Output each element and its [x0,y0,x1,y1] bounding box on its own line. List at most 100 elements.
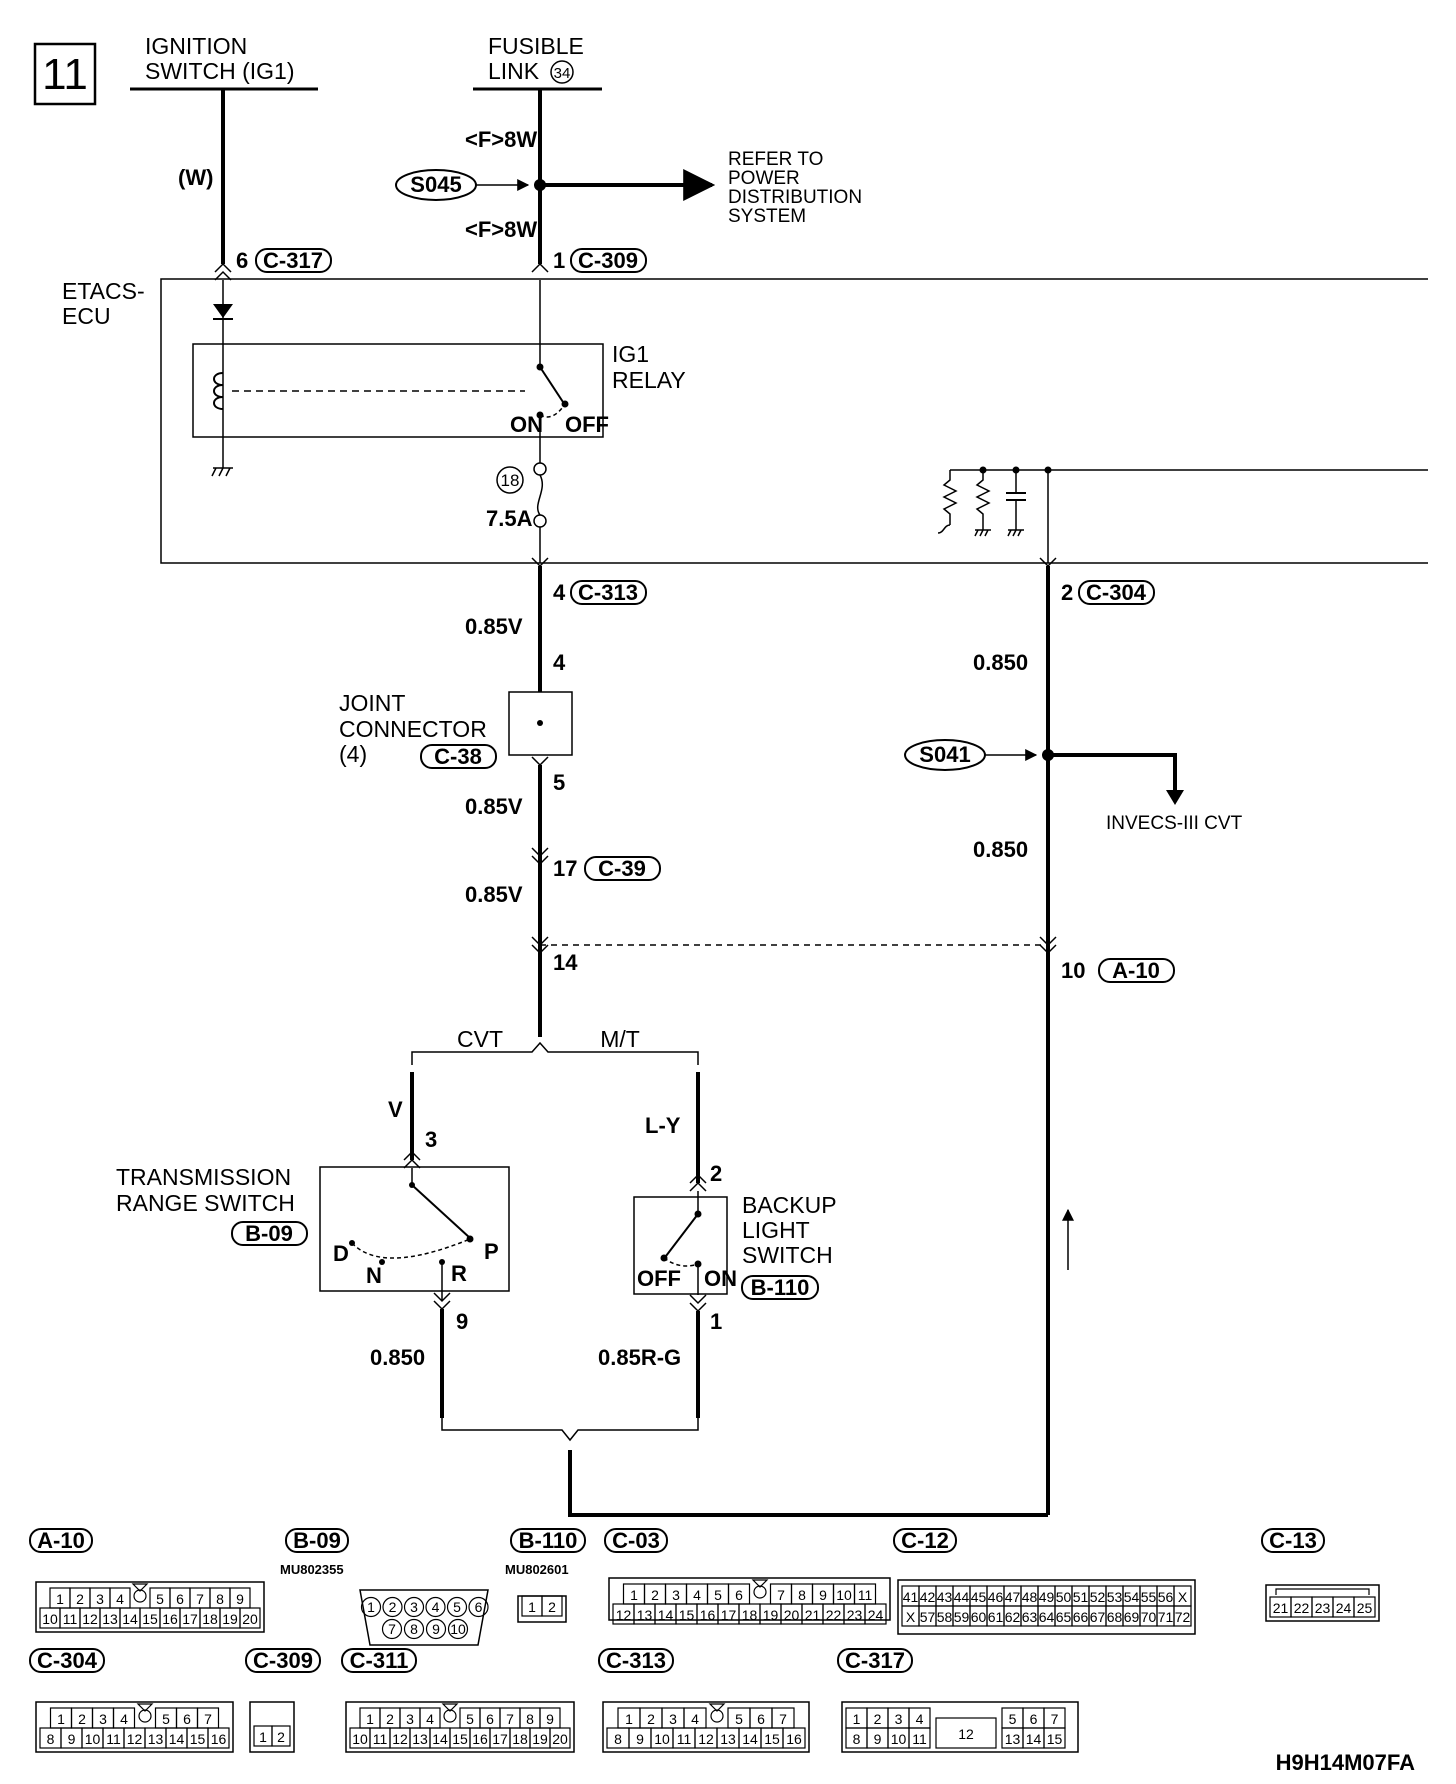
pin: 12 [82,1611,98,1627]
pin: 20 [552,1731,568,1747]
pin: 5 [466,1711,474,1727]
pin: 13 [720,1731,736,1747]
bls-label-3: SWITCH [742,1242,833,1268]
pin: 3 [410,1599,418,1615]
pin: 14 [169,1731,185,1747]
pin: 11 [677,1731,692,1747]
pin: 64 [1039,1609,1055,1625]
pin: 9 [874,1731,882,1747]
diode-icon [213,304,233,318]
relay-off: OFF [565,412,609,437]
cvt-mt-brace: CVT M/T [411,1026,699,1065]
relay-on: ON [510,412,543,437]
pin: 3 [669,1711,677,1727]
pin: 53 [1107,1589,1123,1605]
pin: 6 [757,1711,765,1727]
pin: 16 [162,1611,178,1627]
pin: 20 [242,1611,258,1627]
wire-color-v: V [388,1097,403,1122]
pin: 3 [672,1587,680,1603]
pos-r: R [451,1261,467,1286]
pin: 10 [891,1731,907,1747]
pin: 10 [352,1731,368,1747]
pin: 2 [647,1711,655,1727]
bls-pin-2: 2 [710,1161,722,1186]
connector-part-number: MU802601 [505,1562,569,1577]
pin: 43 [937,1589,953,1605]
connector-name: A-10 [37,1528,85,1553]
fuse-amperage: 7.5A [486,506,533,531]
pin: 17 [721,1607,737,1623]
pin: 24 [1336,1600,1352,1616]
connector-name: C-304 [37,1648,98,1673]
pin: 5 [156,1591,164,1607]
pin: 47 [1005,1589,1021,1605]
pin: 4 [916,1711,924,1727]
pin: 8 [853,1731,861,1747]
pin: 1 [528,1599,536,1615]
pin: 21 [805,1607,821,1623]
bls-label-1: BACKUP [742,1192,837,1218]
connector-name: B-09 [293,1528,341,1553]
pin: 7 [777,1587,785,1603]
connector-name: B-110 [519,1528,578,1553]
pos-d: D [333,1241,349,1266]
etacs-label-2: ECU [62,303,111,329]
pin: 9 [636,1731,644,1747]
pin: 17 [182,1611,198,1627]
pin: 14 [1026,1731,1042,1747]
pin: 65 [1056,1609,1072,1625]
pin: 23 [1315,1600,1331,1616]
pin: 16 [472,1731,488,1747]
pin: 10 [836,1587,852,1603]
pin: 55 [1141,1589,1157,1605]
pin: 48 [1022,1589,1038,1605]
connector-name: C-12 [901,1528,949,1553]
ignition-label-2: SWITCH (IG1) [145,58,295,84]
pin: 9 [68,1731,76,1747]
pin: 9 [236,1591,244,1607]
relay-coil-icon [213,372,224,410]
fuse-18: 18 7.5A [486,415,547,563]
pin: 18 [742,1607,758,1623]
pin: 15 [190,1731,206,1747]
pin: 5 [1009,1711,1017,1727]
pin: 2 [277,1729,285,1745]
pin: 17 [492,1731,508,1747]
pin: 10 [85,1731,101,1747]
pin: 15 [764,1731,780,1747]
pin: 2 [76,1591,84,1607]
pin: 1 [630,1587,638,1603]
page-number-box: 11 [33,42,97,106]
pin: 14 [658,1607,674,1623]
pin: 3 [406,1711,414,1727]
pin: 12 [616,1607,632,1623]
connector-part-number: MU802355 [280,1562,344,1577]
pin: 4 [432,1599,440,1615]
wire-size-trs: 0.850 [370,1345,425,1370]
pin: 50 [1056,1589,1072,1605]
pin: 63 [1022,1609,1038,1625]
pin: 14 [432,1731,448,1747]
pin: 8 [798,1587,806,1603]
pin: 11 [373,1731,388,1747]
connector-name: C-313 [606,1648,666,1673]
ig1-relay-label-1: IG1 [612,341,649,367]
pin: 16 [700,1607,716,1623]
joint-label-3: (4) [339,741,367,767]
a10-callout: A-10 [1112,958,1160,983]
wire-color-ly: L-Y [645,1113,681,1138]
pin: 7 [1051,1711,1059,1727]
pin: 14 [742,1731,758,1747]
pin: 1 [259,1729,267,1745]
pin: 4 [693,1587,701,1603]
